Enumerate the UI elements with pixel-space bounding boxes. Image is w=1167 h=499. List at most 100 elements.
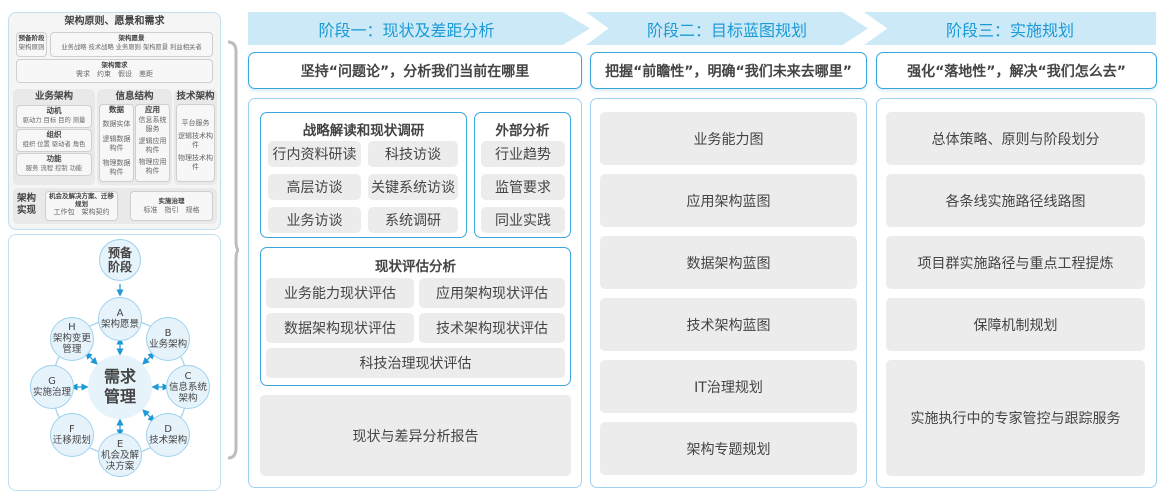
biz-item-title: 功能: [46, 154, 62, 163]
external-item: 监管要求: [481, 174, 565, 200]
brace: [227, 40, 240, 460]
plan-item: 项目群实施路径与重点工程提炼: [886, 236, 1145, 289]
phase-letter: A: [116, 308, 124, 319]
vision-box: 架构愿景 业务战略 技术战略 业务原则 架构愿景 利益相关者: [50, 32, 213, 57]
stage-2-panel: [590, 98, 867, 488]
bidirectional-arrow: [142, 409, 156, 423]
vision-text: 业务战略 技术战略 业务原则 架构愿景 利益相关者: [61, 44, 202, 51]
stage-1-panel: [248, 98, 582, 488]
req-title: 架构需求: [101, 61, 128, 69]
opp-box: 机会及解决方案、迁移规划 工作包 架构契约: [45, 191, 118, 221]
tech-item: 物理技术构件: [178, 154, 213, 171]
phase-letter: G: [48, 376, 56, 387]
opp-title: 机会及解决方案、迁移规划: [49, 192, 114, 208]
phase-label: 信息系统架构: [168, 381, 207, 404]
prep-label: 预备阶段: [107, 246, 132, 274]
data-col-title: 数据: [109, 105, 124, 114]
biz-item-text: 驱动力 目标 目的 测量: [22, 117, 86, 124]
app-item: 信息系统服务: [138, 116, 167, 133]
phase-letter: H: [68, 322, 76, 334]
assess-item: 业务能力现状评估: [266, 278, 414, 308]
info-arch-title: 信息结构: [115, 91, 154, 102]
external-item: 行业趋势: [481, 141, 565, 167]
phase-letter: D: [164, 424, 172, 436]
strategy-item: 系统调研: [368, 207, 458, 233]
tech-col: 平台服务 逻辑技术构件 物理技术构件: [176, 104, 215, 182]
gov-text: 标准 指引 规格: [143, 206, 200, 214]
req-box: 架构需求 需求 约束 假设 差距: [16, 59, 213, 83]
stage-1-title: 阶段一：现状及差距分析: [318, 20, 495, 40]
app-col-title: 应用: [145, 105, 160, 114]
stage-3-panel: [876, 98, 1157, 488]
strategy-item: 行内资料研读: [268, 141, 361, 167]
biz-item-text: 组织 位置 驱动者 角色: [22, 141, 86, 148]
bidirectional-arrow: [84, 351, 98, 365]
stage-1-banner: 阶段一：现状及差距分析: [248, 12, 590, 45]
external-item: 同业实践: [481, 207, 565, 233]
blueprint-item: 应用架构蓝图: [600, 174, 857, 227]
blueprint-item: 架构专题规划: [600, 422, 857, 475]
app-item: 物理应用构件: [138, 158, 167, 175]
assess-title: 现状评估分析: [375, 259, 456, 275]
phase-label: 机会及解决方案: [100, 449, 139, 472]
data-col: 数据 数据实体 逻辑数据构件 物理数据构件: [99, 104, 134, 182]
plan-item: 总体策略、原则与阶段划分: [886, 112, 1145, 165]
center-requirements-mgmt: 需求管理: [88, 355, 152, 419]
bidirectional-arrow: [142, 351, 156, 365]
external-title: 外部分析: [495, 123, 550, 139]
left-title: 架构原则、愿景和需求: [64, 16, 165, 27]
biz-arch-title: 业务架构: [34, 91, 73, 102]
biz-item-text: 服务 流程 控制 功能: [25, 165, 83, 172]
prep-phase-node: 预备阶段: [99, 239, 141, 281]
prep-box: 预备阶段 架构原则: [16, 32, 47, 57]
biz-item-title: 组织: [46, 130, 62, 139]
strategy-item: 业务访谈: [268, 207, 361, 233]
blueprint-item: 业务能力图: [600, 112, 857, 165]
biz-item: 动机驱动力 目标 目的 测量: [16, 105, 92, 128]
plan-item: 实施执行中的专家管控与跟踪服务: [886, 360, 1145, 476]
tech-item: 逻辑技术构件: [178, 132, 213, 149]
phase-label: 架构愿景: [100, 319, 139, 330]
gov-box: 实施治理 标准 指引 规格: [130, 191, 213, 221]
strategy-item: 关键系统访谈: [368, 174, 458, 200]
gov-title: 实施治理: [158, 197, 185, 205]
biz-item: 组织组织 位置 驱动者 角色: [16, 129, 92, 152]
impl-title: 架构实现: [17, 193, 37, 216]
phase-letter: F: [69, 424, 75, 436]
app-col: 应用 信息系统服务 逻辑应用构件 物理应用构件: [135, 104, 170, 182]
prep-text: 架构原则: [18, 43, 45, 51]
plan-item: 各条线实施路径线路图: [886, 174, 1145, 227]
phase-label: 技术架构: [149, 435, 188, 447]
assess-item: 科技治理现状评估: [266, 348, 565, 378]
tech-item: 平台服务: [181, 119, 210, 127]
stage-3-title: 阶段三：实施规划: [945, 20, 1074, 40]
phase-label: 业务架构: [149, 338, 188, 350]
blueprint-item: 技术架构蓝图: [600, 298, 857, 351]
center-label: 需求管理: [103, 367, 136, 406]
blueprint-item: IT治理规划: [600, 360, 857, 413]
strategy-item: 高层访谈: [268, 174, 361, 200]
strategy-title: 战略解读和现状调研: [302, 123, 425, 139]
prep-title: 预备阶段: [18, 34, 45, 42]
strategy-item: 科技访谈: [368, 141, 458, 167]
gap-report: 现状与差异分析报告: [260, 395, 571, 476]
phase-letter: B: [164, 327, 172, 339]
stage-2-title: 阶段二：目标蓝图规划: [646, 20, 807, 40]
app-item: 逻辑应用构件: [138, 137, 167, 154]
biz-item-title: 动机: [46, 106, 62, 115]
data-item: 逻辑数据构件: [102, 135, 131, 152]
phase-letter: E: [116, 438, 124, 450]
blueprint-item: 数据架构蓝图: [600, 236, 857, 289]
stage-2-subtitle: 把握“前瞻性”，明确“我们未来去哪里”: [590, 52, 867, 89]
stage-3-banner: 阶段三：实施规划: [864, 12, 1156, 45]
req-text: 需求 约束 假设 差距: [76, 70, 153, 78]
stage-2-banner: 阶段二：目标蓝图规划: [586, 12, 868, 45]
